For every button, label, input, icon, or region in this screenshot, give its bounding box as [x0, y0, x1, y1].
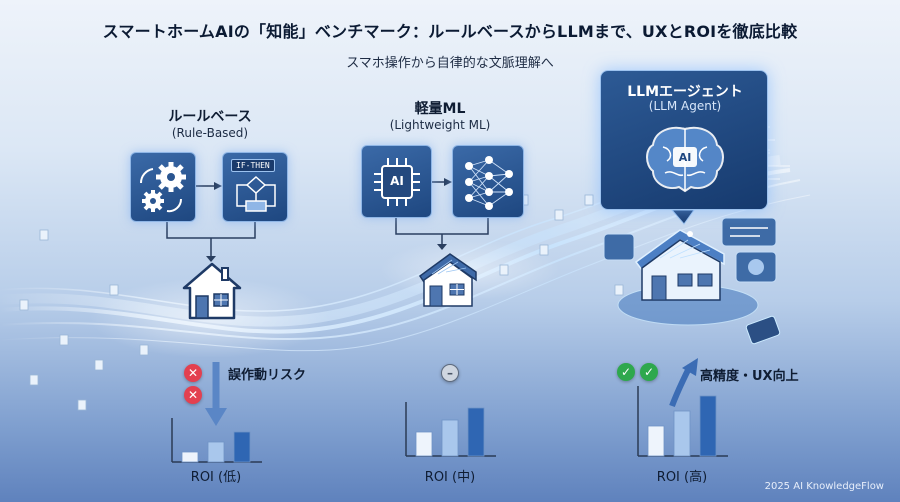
connector-arrow	[206, 256, 216, 262]
gear-icon	[139, 162, 186, 213]
neutral-icon: –	[441, 364, 459, 382]
smart-house-icon	[418, 253, 477, 307]
rule-based-title: ルールベース	[168, 109, 252, 125]
page-subtitle: スマホ操作から自律的な文脈理解へ	[346, 56, 554, 71]
risk-label: 誤作動リスク	[228, 368, 307, 383]
ux-gain-label: 高精度・UX向上	[700, 369, 799, 384]
if-then-panel: IF-THEN	[222, 152, 288, 222]
chat-bubbles	[603, 217, 777, 283]
if-then-label: IF-THEN	[231, 159, 275, 172]
connected-house-icon	[634, 229, 725, 301]
brain-ai-label: AI	[678, 151, 692, 164]
roi-label-low: ROI (低)	[190, 470, 242, 485]
llm-agent-panel: LLMエージェント (LLM Agent) AI	[600, 70, 768, 210]
connector-arrow	[437, 244, 447, 250]
error-icon: ✕	[184, 386, 202, 404]
ai-chip-icon	[374, 158, 420, 206]
roi-bar	[233, 431, 251, 463]
llm-agent-subtitle: (LLM Agent)	[648, 99, 722, 113]
rule-based-subtitle: (Rule-Based)	[171, 126, 249, 140]
ml-title: 軽量ML	[414, 101, 466, 117]
smart-device	[745, 315, 781, 345]
roi-bar	[207, 441, 225, 463]
gears-panel	[130, 152, 196, 222]
neural-net-panel	[452, 145, 524, 218]
roi-label-high: ROI (高)	[656, 470, 708, 485]
ml-subtitle: (Lightweight ML)	[389, 118, 491, 132]
error-icon: ✕	[184, 364, 202, 382]
connector-arrow	[214, 182, 222, 190]
document-icons	[19, 194, 624, 411]
footer-credit: 2025 AI KnowledgeFlow	[764, 481, 884, 492]
page-title: スマートホームAIの「知能」ベンチマーク：ルールベースからLLMまで、UXとRO…	[102, 22, 798, 41]
down-arrow-icon	[205, 362, 227, 426]
bubble-tail	[670, 209, 695, 225]
up-arrow-icon	[669, 358, 698, 408]
connector-arrow	[444, 178, 452, 186]
roi-bar	[647, 425, 665, 457]
roi-bar	[699, 395, 717, 457]
roi-chart-low	[171, 418, 262, 463]
neural-network-icon	[465, 156, 513, 210]
check-icon: ✓	[640, 363, 658, 381]
roi-bar	[673, 410, 691, 457]
ai-chip-label: AI	[390, 174, 404, 188]
basic-house-icon	[182, 262, 242, 320]
roi-label-mid: ROI (中)	[424, 470, 476, 485]
ml-chip-panel: AI	[361, 145, 432, 218]
connector-line	[166, 222, 256, 258]
roi-chart-mid	[405, 402, 496, 457]
roi-bar	[181, 451, 199, 463]
roi-bar	[441, 419, 459, 457]
roi-chart-high	[637, 386, 728, 457]
roi-bar	[467, 407, 485, 457]
flowchart-icon	[236, 175, 276, 212]
brain-icon	[646, 126, 724, 193]
roi-bar	[415, 431, 433, 457]
check-icon: ✓	[617, 363, 635, 381]
llm-agent-title: LLMエージェント	[627, 84, 743, 100]
